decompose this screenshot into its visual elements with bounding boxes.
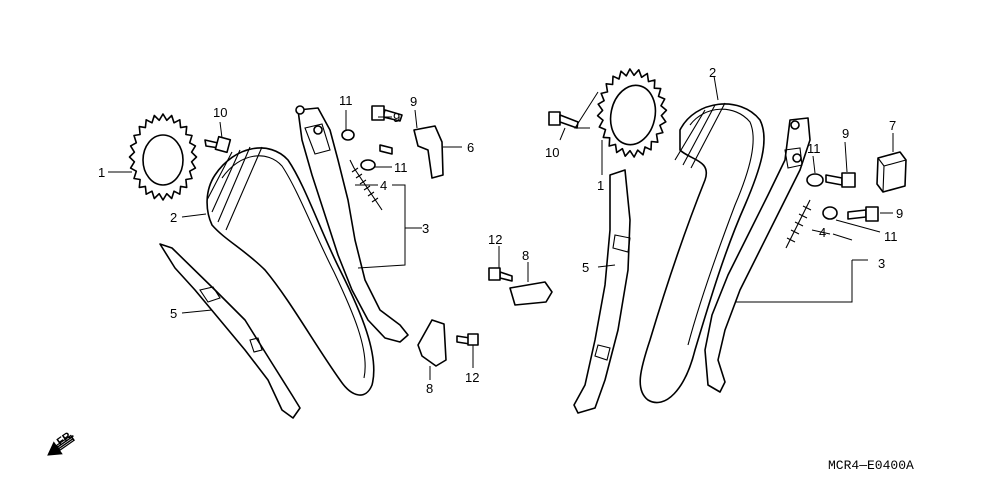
callout-right-3: 3: [878, 256, 885, 271]
bolt-9-right-bottom: [847, 206, 879, 222]
washer-11-right-bottom: [822, 206, 838, 220]
washer-11-left-top: [341, 129, 355, 141]
rubber-7-right: [876, 151, 907, 193]
callout-left-6: 6: [467, 140, 474, 155]
callout-right-9-bottom: 9: [896, 206, 903, 221]
callout-left-9-bolt: 9: [393, 110, 400, 125]
bolt-10-right: [548, 111, 579, 129]
callout-right-7: 7: [889, 118, 896, 133]
callout-left-2: 2: [170, 210, 177, 225]
tensioner-arm-left: [295, 105, 409, 343]
callout-right-10: 10: [545, 145, 559, 160]
cam-chain-right: [639, 102, 765, 404]
bolt-small-left: [379, 144, 393, 155]
callout-right-1: 1: [597, 178, 604, 193]
callout-left-11-top: 11: [339, 93, 353, 108]
callout-right-5: 5: [582, 260, 589, 275]
washer-11-left-mid: [360, 159, 376, 171]
tensioner-spring-right: [785, 199, 812, 249]
washer-11-right-top: [806, 173, 824, 187]
cam-sprocket-right: [596, 68, 668, 158]
callout-right-2: 2: [709, 65, 716, 80]
callout-left-1: 1: [98, 165, 105, 180]
tensioner-arm-right: [704, 117, 811, 393]
callout-left-9-bracket: 9: [410, 94, 417, 109]
bracket-8-lower: [417, 319, 447, 367]
callout-right-9-top: 9: [842, 126, 849, 141]
chain-guide-left: [159, 243, 301, 419]
arrow-front-icon: [47, 434, 75, 456]
callout-8-lower: 8: [426, 381, 433, 396]
callout-12-lower: 12: [465, 370, 479, 385]
chain-guide-right: [573, 169, 631, 414]
bolt-12-lower: [456, 333, 479, 346]
bolt-12-upper: [488, 267, 513, 282]
bolt-9-right-top: [825, 172, 856, 188]
callout-left-4: 4: [380, 178, 387, 193]
callout-left-10: 10: [213, 105, 227, 120]
callout-left-11-mid: 11: [394, 160, 408, 175]
cam-chain-left: [206, 146, 375, 396]
callout-8-upper: 8: [522, 248, 529, 263]
diagram-code: MCR4—E0400A: [828, 458, 914, 473]
bracket-6-left: [413, 125, 444, 179]
bolt-10-left: [204, 135, 232, 154]
callout-left-5: 5: [170, 306, 177, 321]
callout-right-11-bottom: 11: [884, 229, 898, 244]
cam-sprocket-left: [128, 113, 198, 201]
callout-12-upper: 12: [488, 232, 502, 247]
leader-lines: [108, 75, 894, 380]
bracket-8-upper: [509, 281, 553, 306]
callout-right-11-top: 11: [807, 141, 821, 156]
callout-left-3: 3: [422, 221, 429, 236]
callout-right-4: 4: [819, 225, 826, 240]
tensioner-spring-left: [349, 159, 383, 211]
